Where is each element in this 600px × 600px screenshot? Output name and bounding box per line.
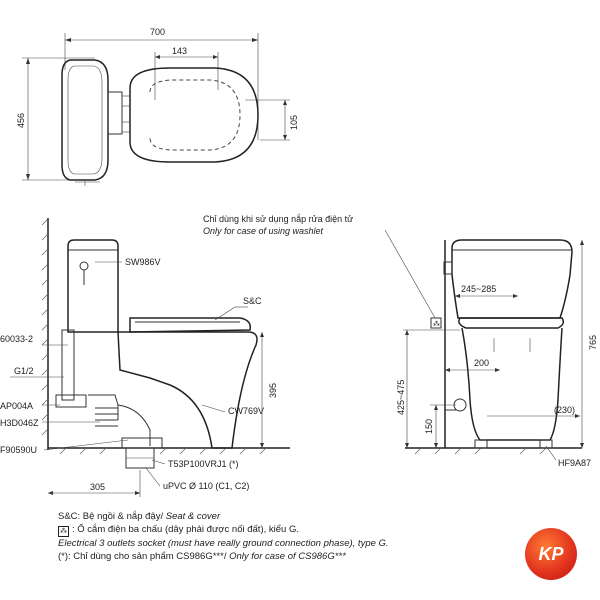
- label-part-f: F90590U: [0, 445, 37, 455]
- dim-outlet-height: 200: [474, 358, 489, 368]
- brand-logo: KP: [525, 528, 577, 580]
- dim-seat-offset: 143: [172, 46, 187, 56]
- label-part-a: 60033-2: [0, 334, 33, 344]
- svg-text:⁂: ⁂: [433, 320, 440, 328]
- note-vi: Chỉ dùng khi sử dụng nắp rửa điện tử: [203, 214, 353, 224]
- label-part-hd: H3D046Z: [0, 418, 39, 428]
- dim-foot-span: (230): [554, 405, 575, 415]
- legend-socket: ⁂: Ổ cắm điện ba chấu (dây phải được nối…: [58, 524, 299, 537]
- label-bowl: CW769V: [228, 406, 264, 416]
- legend-seat: S&C: Bệ ngồi & nắp đậy/ Seat & cover: [58, 511, 221, 522]
- legend-socket-en: Electrical 3 outlets socket (must have r…: [58, 538, 389, 549]
- dim-pipe-height: 150: [424, 419, 434, 434]
- legend: S&C: Bệ ngồi & nắp đậy/ Seat & cover ⁂: …: [58, 510, 528, 563]
- label-outlet-part: T53P100VRJ1 (*): [168, 459, 239, 469]
- label-part-g: G1/2: [14, 366, 34, 376]
- dim-top-width: 700: [150, 27, 165, 37]
- top-view: 700 143 456 105: [16, 27, 299, 186]
- dim-top-depth: 456: [16, 113, 26, 128]
- dim-outlet-height-side: 395: [268, 383, 278, 398]
- label-seat: S&C: [243, 296, 262, 306]
- socket-icon: ⁂: [58, 526, 69, 537]
- label-side-foot: HF9A87: [558, 458, 591, 468]
- note-en: Only for case of using washlet: [203, 226, 324, 236]
- side-view: 395 305 SW986V S&C CW769V 60033-2 G1/2 A…: [0, 218, 290, 497]
- label-tank: SW986V: [125, 257, 161, 267]
- dim-total-height: 765: [588, 335, 598, 350]
- dim-tank-depth: 245~285: [461, 284, 496, 294]
- dim-seat-side: 105: [289, 115, 299, 130]
- dim-seat-height-range: 425~475: [396, 380, 406, 415]
- front-view: Chỉ dùng khi sử dụng nắp rửa điện tử Onl…: [203, 214, 598, 468]
- legend-star: (*): Chỉ dùng cho sản phẩm CS986G***/ On…: [58, 551, 346, 562]
- dim-rough-in: 305: [90, 482, 105, 492]
- label-part-tap: AP004A: [0, 401, 33, 411]
- label-pipe: uPVC Ø 110 (C1, C2): [163, 481, 249, 491]
